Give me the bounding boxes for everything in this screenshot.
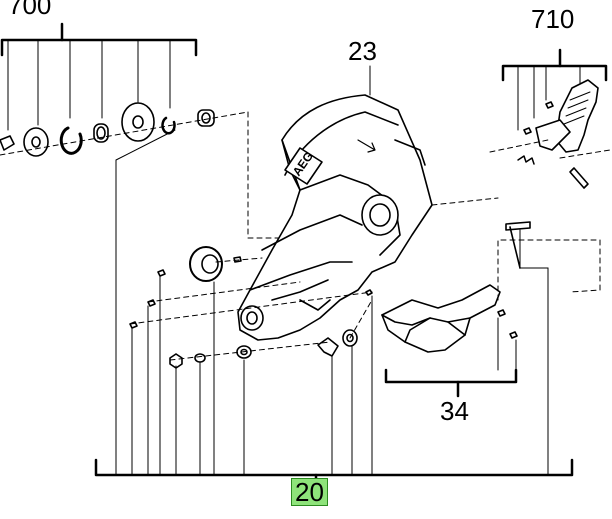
bracket-34 [384, 368, 518, 398]
screw-part [509, 331, 518, 339]
washer-part [23, 127, 49, 157]
bracket-part [535, 119, 571, 151]
axis-line-34 [497, 239, 601, 301]
label-assembly-710: 710 [531, 4, 575, 34]
bracket-20 [94, 458, 574, 492]
screw-part [129, 321, 138, 329]
flange-part [121, 102, 155, 142]
spring-part [517, 155, 535, 165]
screw-part [545, 101, 554, 109]
screw-part [147, 299, 156, 307]
washer-part [194, 353, 206, 363]
nut-part [169, 353, 183, 369]
screw-part [157, 269, 166, 277]
label-assembly-34: 34 [440, 396, 469, 426]
leader-lines-710 [517, 65, 581, 131]
pin-part [365, 289, 373, 296]
main-housing-part-23: AEG [237, 65, 433, 341]
bracket-700 [0, 22, 198, 57]
axis-line-700 [0, 111, 249, 156]
axis-line-700b [247, 111, 301, 239]
leader-lines-700 [7, 39, 171, 131]
screw-part [523, 127, 532, 135]
long-pin-part [505, 221, 531, 269]
circlip-part [59, 126, 83, 155]
axis-line-710 [489, 139, 611, 159]
clip-part [317, 337, 339, 357]
leader-lines-34 [497, 317, 517, 371]
leader-lines-20 [115, 169, 549, 476]
screw-part [0, 135, 15, 151]
label-assembly-20-highlighted[interactable]: 20 [291, 478, 328, 506]
axis-lines-20 [129, 257, 373, 361]
lever-handle-part [555, 79, 599, 153]
lower-guard-part-34 [381, 284, 518, 353]
retaining-ring-part [161, 116, 176, 135]
bracket-710 [501, 48, 608, 82]
label-assembly-700: 700 [8, 0, 52, 20]
screw-part [497, 309, 506, 317]
pin-part [569, 167, 589, 189]
screw-part [233, 256, 242, 263]
parts-700 [0, 102, 215, 157]
guide-line-23 [431, 197, 499, 206]
label-part-23: 23 [348, 36, 377, 66]
lever-parts-710 [517, 79, 599, 189]
